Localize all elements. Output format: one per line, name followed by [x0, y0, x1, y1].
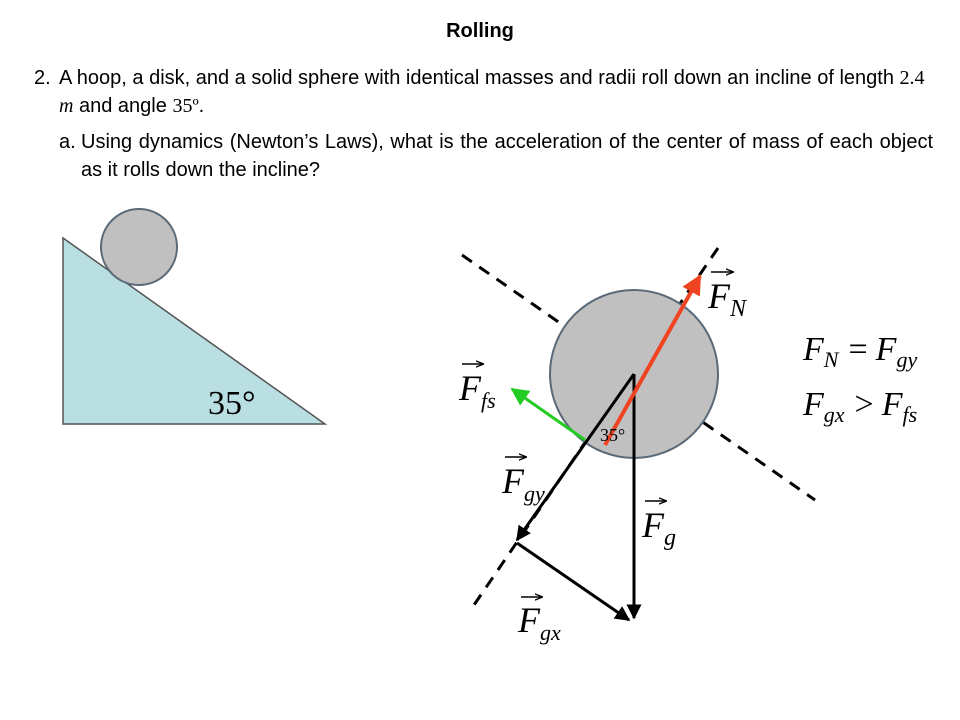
eq2-operator: > [855, 386, 874, 423]
eq1-operator: = [848, 331, 867, 368]
part-a: a. Using dynamics (Newton’s Laws), what … [59, 128, 933, 184]
svg-text:Fgy: Fgy [501, 461, 545, 506]
eq2-rhs-symbol: F [881, 386, 904, 423]
problem-statement: 2. A hoop, a disk, and a solid sphere wi… [34, 64, 934, 120]
eq2-lhs-symbol: F [802, 386, 825, 423]
problem-text-c: . [198, 95, 205, 117]
rolling-ball [100, 208, 178, 286]
normal-force-arrow [603, 274, 702, 446]
svg-text:Fgx: Fgx [517, 600, 561, 645]
gravity-parallel-subscript: gx [540, 620, 561, 645]
eq1-lhs-symbol: F [802, 331, 825, 368]
gravity-perpendicular-symbol: F [501, 461, 525, 501]
problem-text-a: A hoop, a disk, and a solid sphere with … [59, 67, 900, 89]
friction-force-subscript: fs [481, 388, 496, 413]
eq1-rhs-symbol: F [875, 331, 898, 368]
normal-force-subscript: N [729, 296, 748, 322]
incline-angle: 35º [172, 95, 199, 117]
slide-title: Rolling [446, 20, 514, 42]
svg-text:FN: FN [707, 276, 748, 322]
gravity-parallel-arrow [516, 541, 631, 622]
incline-ramp [62, 236, 328, 425]
incline-angle-label: 35° [208, 385, 256, 422]
gravity-symbol: F [641, 505, 665, 545]
problem-text-b: and angle [73, 95, 173, 117]
problem-number: 2. [34, 67, 51, 89]
gravity-parallel-symbol: F [517, 600, 541, 640]
label-gravity-perpendicular: Fgy [501, 457, 545, 506]
label-gravity: Fg [641, 501, 676, 551]
gravity-subscript: g [664, 525, 676, 551]
incline-length-value: 2.4 [899, 67, 925, 89]
force-angle-label: 35° [600, 425, 625, 445]
part-a-label: a. [59, 131, 76, 153]
equation-gx-greater-fs: Fgx>Ffs [802, 386, 917, 427]
gravity-perpendicular-arrow [515, 373, 636, 542]
svg-text:Ffs: Ffs [458, 368, 496, 413]
problem-text: A hoop, a disk, and a solid sphere with … [59, 64, 934, 120]
gravity-perpendicular-subscript: gy [524, 481, 545, 506]
friction-arrow [510, 387, 586, 442]
equations: FN=Fgy Fgx>Ffs [802, 331, 917, 427]
label-normal-force: FN [707, 272, 748, 322]
eq2-lhs-subscript: gx [824, 402, 845, 427]
svg-text:Fg: Fg [641, 505, 676, 551]
part-a-text: Using dynamics (Newton’s Laws), what is … [81, 131, 933, 181]
eq2-rhs-subscript: fs [903, 402, 918, 427]
normal-force-symbol: F [707, 276, 731, 316]
incline-diagram: 35° [62, 208, 328, 425]
eq1-lhs-subscript: N [823, 347, 840, 372]
incline-length-unit: m [59, 95, 74, 117]
friction-force-symbol: F [458, 368, 482, 408]
equation-normal-equals-gy: FN=Fgy [802, 331, 917, 372]
label-friction-force: Ffs [458, 364, 496, 413]
label-gravity-parallel: Fgx [517, 597, 561, 645]
force-diagram: 35° FN Ffs Fgy Fg Fgx FN=Fgy Fgx [458, 247, 917, 645]
eq1-rhs-subscript: gy [896, 347, 917, 372]
